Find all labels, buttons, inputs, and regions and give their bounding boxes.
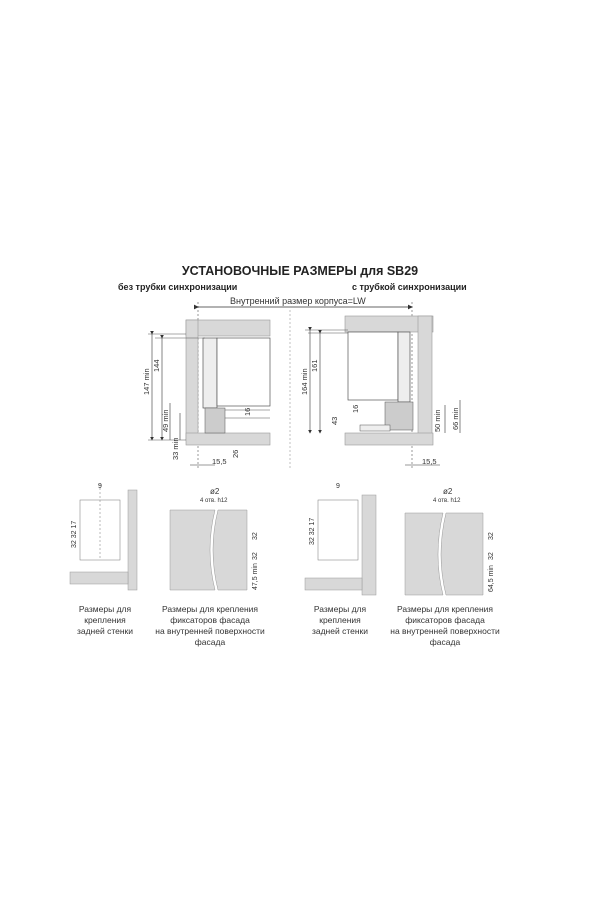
svg-text:9: 9 <box>98 483 102 490</box>
detail-back-wall-right: 9 32 32 17 <box>304 483 377 596</box>
svg-text:16: 16 <box>351 405 360 413</box>
svg-text:32: 32 <box>488 552 495 560</box>
svg-text:15,5: 15,5 <box>212 457 227 466</box>
svg-text:32 32 17: 32 32 17 <box>309 518 316 545</box>
detail-back-wall-left: 9 32 32 17 <box>69 483 138 591</box>
subtitle-left: без трубки синхронизации <box>118 282 238 292</box>
svg-text:50 min: 50 min <box>433 409 442 432</box>
svg-text:ø2: ø2 <box>443 487 453 496</box>
svg-text:64,5 min: 64,5 min <box>488 565 495 592</box>
left-section-drawing: 147 min 144 49 min 33 min 16 26 15,5 <box>142 319 271 466</box>
detail-front-right: ø2 4 отв. h12 32 32 64,5 min <box>404 487 495 596</box>
svg-text:164 min: 164 min <box>300 368 309 395</box>
svg-text:32: 32 <box>252 552 259 560</box>
svg-text:32 32 17: 32 32 17 <box>71 521 78 548</box>
svg-text:43: 43 <box>330 417 339 425</box>
svg-text:49 min: 49 min <box>161 409 170 432</box>
detail-front-left: ø2 4 отв. h12 32 32 47,5 min <box>169 487 259 591</box>
svg-text:66 min: 66 min <box>451 407 460 430</box>
svg-text:32: 32 <box>252 532 259 540</box>
svg-text:15,5: 15,5 <box>422 457 437 466</box>
svg-text:4 отв. h12: 4 отв. h12 <box>200 498 228 504</box>
svg-text:161: 161 <box>310 359 319 372</box>
subtitle-right: с трубкой синхронизации <box>352 282 467 292</box>
svg-text:32: 32 <box>488 532 495 540</box>
page-title: УСТАНОВОЧНЫЕ РАЗМЕРЫ для SB29 <box>181 264 419 278</box>
dim-147min: 147 min <box>142 368 151 395</box>
svg-text:9: 9 <box>336 483 340 490</box>
svg-text:47,5 min: 47,5 min <box>252 563 259 590</box>
svg-text:33 min: 33 min <box>171 437 180 460</box>
svg-text:26: 26 <box>231 450 240 458</box>
inner-size-label: Внутренний размер корпуса=LW <box>230 296 366 306</box>
right-section-drawing: 164 min 161 43 16 50 min 66 min 15,5 <box>300 315 461 466</box>
svg-text:144: 144 <box>152 359 161 372</box>
svg-text:4 отв. h12: 4 отв. h12 <box>433 498 461 504</box>
svg-text:16: 16 <box>243 408 252 416</box>
svg-text:ø2: ø2 <box>210 487 220 496</box>
